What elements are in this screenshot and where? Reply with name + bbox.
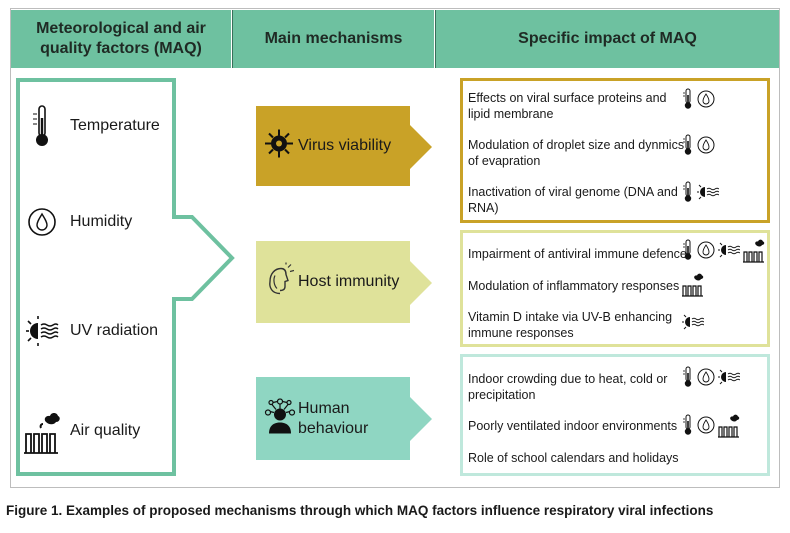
thermometer-icon xyxy=(682,134,694,156)
immunity-head-icon xyxy=(264,262,295,302)
impact-text: Effects on viral surface proteins and li… xyxy=(468,91,667,121)
factory-icon xyxy=(718,412,740,438)
impact-text: Poorly ventilated indoor environments xyxy=(468,419,678,433)
droplet-icon xyxy=(697,241,715,259)
factor-label: Air quality xyxy=(70,422,141,439)
uv-sun-icon xyxy=(718,242,740,258)
impact-icons xyxy=(682,271,704,297)
figure-frame xyxy=(10,8,780,488)
factor-humidity: Humidity xyxy=(22,207,132,237)
factor-label: UV radiation xyxy=(70,322,159,339)
impact-text: Modulation of droplet size and dynmics o… xyxy=(468,138,685,168)
uv-sun-icon xyxy=(682,314,704,330)
factory-icon xyxy=(682,271,704,297)
impact-text: Indoor crowding due to heat, cold or pre… xyxy=(468,372,668,402)
header-impact: Specific impact of MAQ xyxy=(435,10,779,68)
mechanism-human-behaviour: Human behaviour xyxy=(258,377,428,460)
factory-icon xyxy=(22,408,62,454)
mechanism-arrow-virus xyxy=(256,106,432,186)
impact-text: Vitamin D intake via UV-B enhancing immu… xyxy=(468,310,673,340)
impact-icons xyxy=(682,134,715,156)
thermometer-icon xyxy=(682,239,694,261)
thermometer-icon xyxy=(682,414,694,436)
virus-icon xyxy=(264,129,294,164)
thermometer-icon xyxy=(682,88,694,110)
impact-icons xyxy=(682,412,740,438)
impact-icons xyxy=(682,88,715,110)
mechanism-host-immunity: Host immunity xyxy=(258,241,428,323)
people-network-icon xyxy=(264,397,296,439)
header-factors: Meteorological and air quality factors (… xyxy=(11,10,231,68)
mechanism-arrow-behaviour xyxy=(256,377,432,460)
uv-sun-icon xyxy=(718,369,740,385)
droplet-icon xyxy=(697,136,715,154)
factor-label: Humidity xyxy=(70,213,133,230)
factory-icon xyxy=(743,237,765,263)
factors-arrow-outline xyxy=(16,78,235,476)
header-mechanisms: Main mechanisms xyxy=(232,10,434,68)
impact-text: Inactivation of viral genome (DNA and RN… xyxy=(468,185,678,215)
mechanism-label: Host immunity xyxy=(298,273,400,290)
factor-uv: UV radiation xyxy=(22,316,158,346)
thermometer-icon xyxy=(682,181,694,203)
impact-icons xyxy=(682,237,765,263)
figure-caption: Figure 1. Examples of proposed mechanism… xyxy=(6,503,714,518)
impact-text: Impairment of antiviral immune defence xyxy=(468,247,687,261)
impact-text: Role of school calendars and holidays xyxy=(468,451,679,465)
mechanism-arrow-immunity xyxy=(256,241,432,323)
droplet-icon xyxy=(697,416,715,434)
uv-sun-icon xyxy=(22,316,62,346)
impact-box-virus xyxy=(460,78,770,223)
droplet-icon xyxy=(22,207,62,237)
mechanism-virus-viability: Virus viability xyxy=(258,106,428,186)
factor-air-quality: Air quality xyxy=(22,408,140,454)
thermometer-icon xyxy=(682,366,694,388)
droplet-icon xyxy=(697,368,715,386)
mechanism-label-line1: Human xyxy=(298,399,350,417)
impact-box-immunity xyxy=(460,230,770,347)
impact-box-behaviour xyxy=(460,354,770,476)
impact-icons xyxy=(682,366,740,388)
mechanism-label: Virus viability xyxy=(298,137,392,154)
impact-icons xyxy=(682,314,704,330)
mechanism-label-line2: behaviour xyxy=(298,419,369,437)
impact-text: Modulation of inflammatory responses xyxy=(468,279,680,293)
impact-icons xyxy=(682,181,719,203)
thermometer-icon xyxy=(22,104,62,148)
droplet-icon xyxy=(697,90,715,108)
factor-label: Temperature xyxy=(70,117,160,134)
factor-temperature: Temperature xyxy=(22,104,160,148)
uv-sun-icon xyxy=(697,184,719,200)
